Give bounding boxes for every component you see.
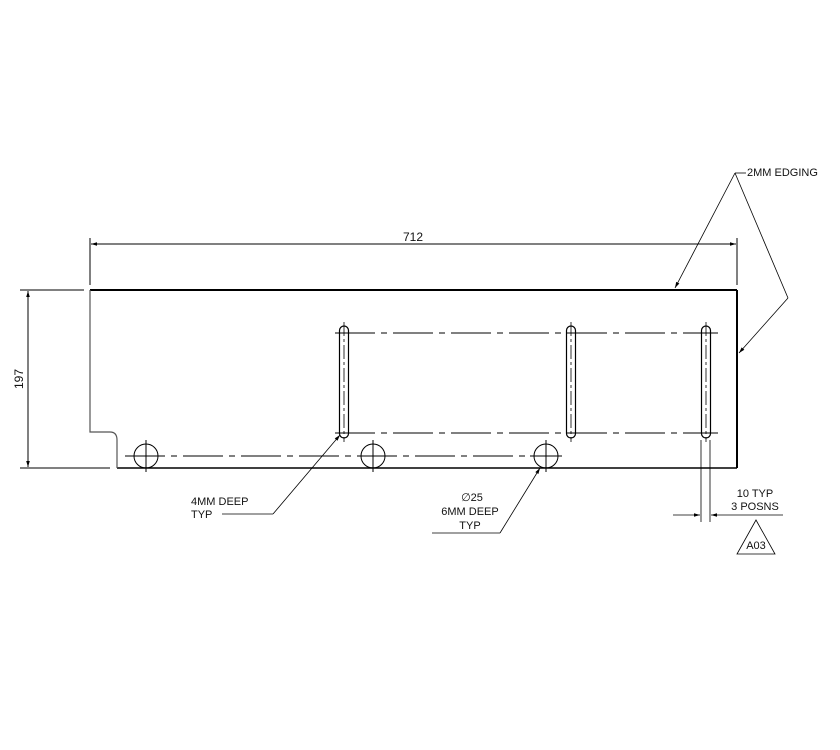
holes (130, 440, 562, 472)
hole-typ-label: TYP (459, 520, 481, 532)
slots (338, 322, 712, 442)
dimension-width (89, 238, 738, 285)
slot-typ-label: TYP (191, 509, 213, 521)
hole-1 (130, 440, 162, 472)
dimension-width-label: 712 (403, 230, 424, 244)
hole-2 (357, 440, 389, 472)
dimension-height (20, 289, 110, 469)
slot-3 (700, 322, 712, 442)
part-outline (89, 289, 738, 469)
slot-width-dimension (673, 440, 783, 522)
slot-depth-leader (222, 434, 341, 515)
hole-depth-label: 6MM DEEP (441, 506, 499, 518)
dimension-height-label: 197 (12, 368, 27, 390)
slot-width-label: 10 TYP (736, 488, 774, 500)
slot-2 (565, 322, 577, 442)
revision-tag-label: A03 (746, 540, 766, 552)
edging-label: 2MM EDGING (747, 167, 818, 179)
hole-diameter-label: ∅25 (461, 492, 483, 504)
hole-leader (432, 467, 541, 534)
slot-centerlines (125, 332, 718, 457)
slot-positions-label: 3 POSNS (731, 501, 779, 513)
slot-depth-label: 4MM DEEP (191, 496, 249, 508)
slot-1 (338, 322, 350, 442)
edging-leader (674, 172, 789, 354)
hole-3 (530, 440, 562, 472)
revision-triangle (736, 519, 776, 555)
